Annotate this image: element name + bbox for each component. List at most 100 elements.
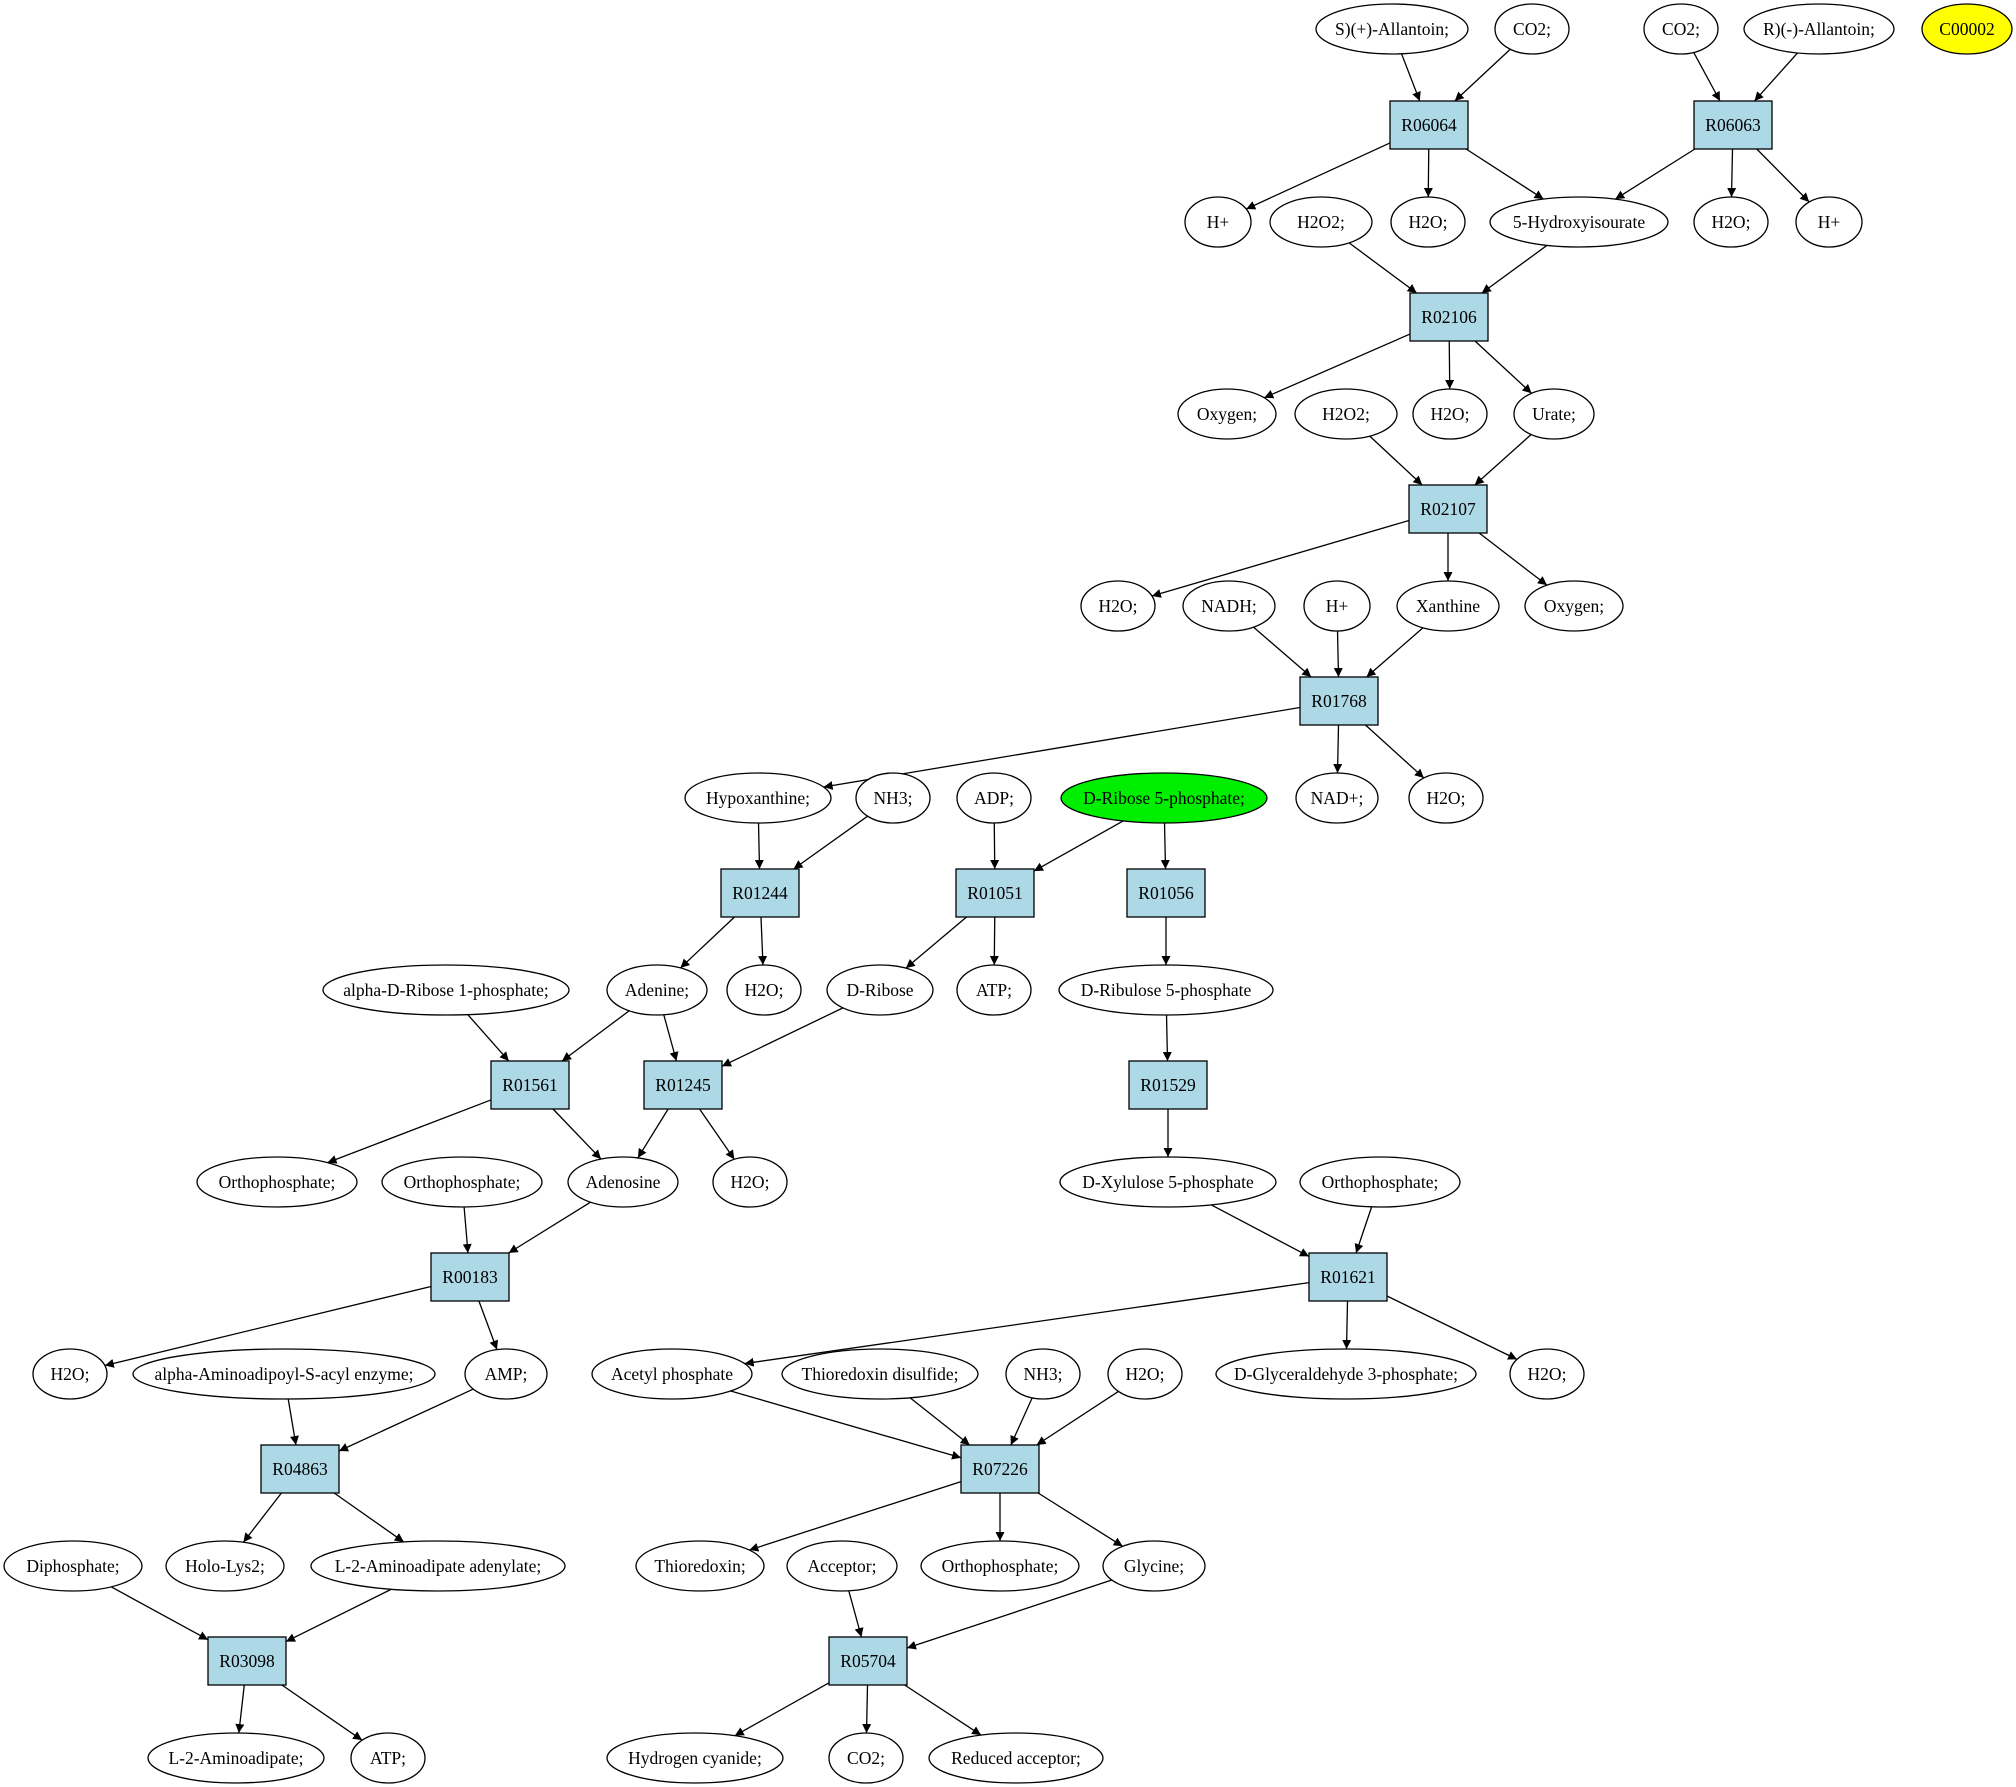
compound-ellipse xyxy=(1060,772,1268,824)
reaction-node[interactable]: R07226 xyxy=(960,1444,1040,1494)
compound-node[interactable]: Glycine; xyxy=(1102,1540,1206,1592)
compound-ellipse xyxy=(1005,1348,1081,1400)
compound-label: H2O; xyxy=(1528,1364,1567,1384)
compound-node[interactable]: Diphosphate; xyxy=(3,1540,143,1592)
reaction-node[interactable]: R05704 xyxy=(828,1636,908,1686)
reaction-node[interactable]: R03098 xyxy=(207,1636,287,1686)
compound-node[interactable]: H2O2; xyxy=(1269,196,1373,248)
compound-node[interactable]: H2O; xyxy=(1390,196,1466,248)
compound-node[interactable]: Orthophosphate; xyxy=(381,1156,543,1208)
compound-node[interactable]: Acceptor; xyxy=(786,1540,898,1592)
reaction-node[interactable]: R01768 xyxy=(1299,676,1379,726)
reaction-box xyxy=(1693,100,1773,150)
compound-node[interactable]: D-Ribose 5-phosphate; xyxy=(1060,772,1268,824)
compound-node[interactable]: AMP; xyxy=(464,1348,548,1400)
compound-node[interactable]: H+ xyxy=(1303,580,1371,632)
compound-node[interactable]: Xanthine xyxy=(1396,580,1500,632)
compound-node[interactable]: ATP; xyxy=(956,964,1032,1016)
compound-node[interactable]: CO2; xyxy=(1494,3,1570,55)
compound-node[interactable]: L-2-Aminoadipate; xyxy=(147,1732,325,1784)
compound-node[interactable]: Oxygen; xyxy=(1524,580,1624,632)
compound-node[interactable]: H2O; xyxy=(32,1348,108,1400)
compound-node[interactable]: H2O; xyxy=(1107,1348,1183,1400)
edge-r3-c15 xyxy=(1474,340,1533,394)
compound-node[interactable]: alpha-D-Ribose 1-phosphate; xyxy=(322,964,570,1016)
compound-node[interactable]: NH3; xyxy=(855,772,931,824)
compound-node[interactable]: H2O; xyxy=(1412,388,1488,440)
compound-node[interactable]: Hypoxanthine; xyxy=(684,772,832,824)
compound-node[interactable]: Thioredoxin; xyxy=(635,1540,765,1592)
compound-node[interactable]: R)(-)-Allantoin; xyxy=(1743,3,1895,55)
compound-node[interactable]: H2O; xyxy=(712,1156,788,1208)
compound-label: D-Glyceraldehyde 3-phosphate; xyxy=(1234,1364,1458,1384)
reaction-node[interactable]: R02107 xyxy=(1408,484,1488,534)
compound-node[interactable]: ADP; xyxy=(956,772,1032,824)
reaction-node[interactable]: R02106 xyxy=(1409,292,1489,342)
reaction-node[interactable]: R01056 xyxy=(1126,868,1206,918)
compound-node[interactable]: Reduced acceptor; xyxy=(928,1732,1104,1784)
compound-node[interactable]: Adenosine xyxy=(567,1156,679,1208)
reaction-node[interactable]: R01529 xyxy=(1128,1060,1208,1110)
compound-label: Urate; xyxy=(1532,404,1576,424)
edge-c37-r13 xyxy=(1211,1204,1310,1257)
compound-node[interactable]: L-2-Aminoadipate adenylate; xyxy=(310,1540,566,1592)
compound-label: Reduced acceptor; xyxy=(951,1748,1081,1768)
reaction-node[interactable]: R06064 xyxy=(1389,100,1469,150)
edge-r10-c35 xyxy=(637,1108,669,1159)
reaction-node[interactable]: R00183 xyxy=(430,1252,510,1302)
compound-ellipse xyxy=(3,1540,143,1592)
compound-ellipse xyxy=(1107,1348,1183,1400)
compound-node[interactable]: Hydrogen cyanide; xyxy=(606,1732,784,1784)
compound-node[interactable]: H2O; xyxy=(1080,580,1156,632)
compound-node[interactable]: ATP; xyxy=(350,1732,426,1784)
compound-node[interactable]: D-Glyceraldehyde 3-phosphate; xyxy=(1215,1348,1477,1400)
compound-node[interactable]: Thioredoxin disulfide; xyxy=(781,1348,979,1400)
compound-node[interactable]: D-Ribose xyxy=(826,964,934,1016)
compound-label: ADP; xyxy=(974,788,1014,808)
compound-ellipse xyxy=(310,1540,566,1592)
compound-ellipse xyxy=(1513,388,1595,440)
reaction-label: R01056 xyxy=(1138,883,1194,903)
compound-node[interactable]: alpha-Aminoadipoyl-S-acyl enzyme; xyxy=(132,1348,436,1400)
compound-node[interactable]: H2O; xyxy=(1408,772,1484,824)
edge-c21-r6 xyxy=(754,822,764,870)
compound-node[interactable]: C00002 xyxy=(1921,3,2013,55)
edge-r6-c28 xyxy=(680,916,735,969)
reaction-node[interactable]: R01561 xyxy=(490,1060,570,1110)
compound-node[interactable]: H+ xyxy=(1184,196,1252,248)
edge-c3-r2 xyxy=(1693,52,1721,102)
reaction-node[interactable]: R01621 xyxy=(1308,1252,1388,1302)
reaction-node[interactable]: R01244 xyxy=(720,868,800,918)
compound-label: H2O; xyxy=(1409,212,1448,232)
compound-node[interactable]: NH3; xyxy=(1005,1348,1081,1400)
edge-r17-c57 xyxy=(734,1682,830,1737)
compound-node[interactable]: D-Xylulose 5-phosphate xyxy=(1059,1156,1277,1208)
reaction-node[interactable]: R06063 xyxy=(1693,100,1773,150)
reaction-node[interactable]: R01051 xyxy=(955,868,1035,918)
compound-node[interactable]: Orthophosphate; xyxy=(196,1156,358,1208)
compound-label: R)(-)-Allantoin; xyxy=(1763,19,1875,39)
compound-node[interactable]: H2O; xyxy=(1509,1348,1585,1400)
compound-node[interactable]: H+ xyxy=(1795,196,1863,248)
compound-node[interactable]: Orthophosphate; xyxy=(1299,1156,1461,1208)
compound-node[interactable]: S)(+)-Allantoin; xyxy=(1315,3,1469,55)
compound-node[interactable]: Adenine; xyxy=(606,964,708,1016)
compound-label: Hydrogen cyanide; xyxy=(628,1748,762,1768)
compound-node[interactable]: Oxygen; xyxy=(1177,388,1277,440)
compound-node[interactable]: Urate; xyxy=(1513,388,1595,440)
compound-node[interactable]: NADH; xyxy=(1182,580,1276,632)
compound-node[interactable]: NAD+; xyxy=(1295,772,1379,824)
compound-node[interactable]: H2O; xyxy=(726,964,802,1016)
compound-node[interactable]: CO2; xyxy=(1643,3,1719,55)
reaction-node[interactable]: R04863 xyxy=(260,1444,340,1494)
compound-node[interactable]: 5-Hydroxyisourate xyxy=(1489,196,1669,248)
compound-node[interactable]: Orthophosphate; xyxy=(920,1540,1080,1592)
compound-node[interactable]: D-Ribulose 5-phosphate xyxy=(1058,964,1274,1016)
compound-node[interactable]: H2O2; xyxy=(1294,388,1398,440)
compound-node[interactable]: Acetyl phosphate xyxy=(591,1348,753,1400)
compound-node[interactable]: Holo-Lys2; xyxy=(165,1540,285,1592)
compound-node[interactable]: CO2; xyxy=(828,1732,904,1784)
reaction-node[interactable]: R01245 xyxy=(643,1060,723,1110)
compound-label: C00002 xyxy=(1939,19,1994,39)
compound-node[interactable]: H2O; xyxy=(1693,196,1769,248)
